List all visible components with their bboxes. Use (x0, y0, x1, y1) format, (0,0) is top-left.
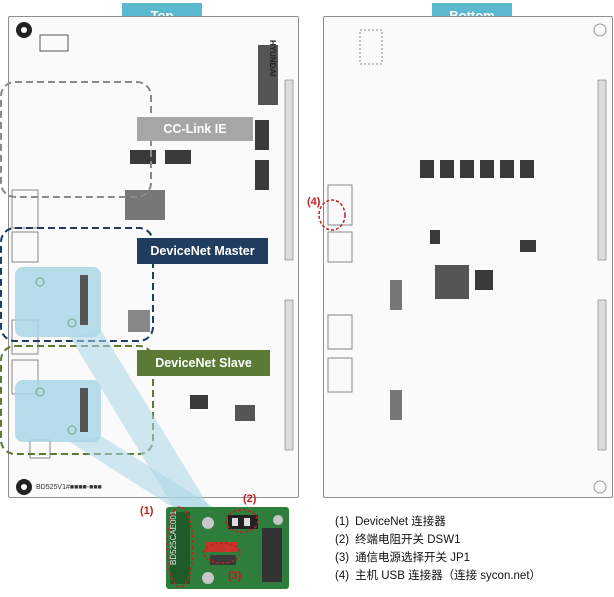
bottom-chips (390, 160, 536, 420)
bottom-pin-headers (597, 79, 607, 451)
legend-item-1: (1)DeviceNet 连接器 (335, 516, 446, 528)
projection-beam-master (70, 330, 210, 510)
module-label-text: BD525CAE001 (169, 510, 178, 565)
cclink-label: CC-Link IE (137, 117, 253, 141)
jp1-circle (203, 542, 241, 564)
board-silkscreen: BD525V1#■■■■-■■■ (36, 484, 102, 491)
slave-connector-highlight (15, 380, 101, 442)
marker-1: (1) (140, 505, 154, 517)
mounting-holes-bottom (593, 23, 607, 494)
master-connector-highlight (15, 267, 101, 337)
legend-item-2: (2)终端电阻开关 DSW1 (335, 534, 461, 546)
marker-2: (2) (243, 493, 257, 505)
mounting-holes-top (16, 22, 32, 495)
marker-4: (4) (307, 196, 321, 208)
top-chips (39, 34, 278, 421)
devicenet-master-label: DeviceNet Master (137, 238, 268, 264)
marker-3: (3) (228, 570, 242, 582)
bottom-left-connectors (327, 29, 383, 393)
module-connector-circle (166, 506, 194, 588)
legend-item-4: (4)主机 USB 连接器（连接 sycon.net） (335, 570, 542, 582)
legend-item-3: (3)通信电源选择开关 JP1 (335, 552, 471, 564)
projection-beam-slave (70, 436, 215, 512)
connector-pins (80, 275, 88, 432)
devicenet-module-photo (166, 507, 289, 589)
brand-text: HYUNDAI (268, 40, 277, 76)
cclink-region (0, 81, 152, 198)
bottom-board (323, 16, 613, 498)
usb-connector-circle (318, 199, 346, 231)
top-pin-headers (284, 79, 294, 451)
connector-holes (35, 277, 77, 435)
dsw1-circle (225, 509, 259, 533)
devicenet-slave-label: DeviceNet Slave (137, 350, 270, 376)
